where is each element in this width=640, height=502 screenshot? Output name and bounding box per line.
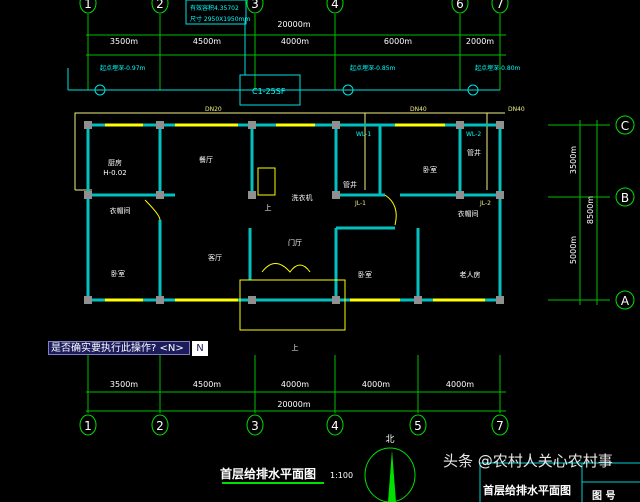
columns [84,121,504,304]
drawing-scale: 1:100 [330,471,353,480]
doors-windows [105,123,485,331]
room-label: 卧室 [358,270,372,279]
axis-label: 3 [251,419,259,433]
drainage-pipes [67,0,500,106]
dimension-text: 20000m [277,400,310,409]
axis-label: 7 [496,419,504,433]
north-label: 北 [385,434,394,445]
title-block-name: 首层给排水平面图 [483,483,571,497]
drawing-title: 首层给排水平面图 [220,466,316,481]
pipe-size: DN40 [508,106,525,113]
axis-label: 6 [456,0,464,11]
riser-label: JL-2 [479,200,491,207]
tank-size: 尺寸 2950X1950mm [190,15,250,23]
walls [86,123,502,302]
title-block [479,462,640,502]
north-arrow-needle [388,450,396,502]
axis-label: 4 [331,419,339,433]
axis-label: 1 [84,419,92,433]
room-label: 衣帽间 [110,206,131,215]
dimension-text: 4000m [446,380,474,389]
riser-label: JL-1 [354,200,366,207]
room-label: 洗衣机 [292,193,313,202]
axis-label: 2 [156,419,164,433]
riser-label: WL-1 [356,131,371,138]
room-label: 卧室 [111,269,125,278]
axis-label: 5 [414,419,422,433]
dimension-text: 4000m [281,380,309,389]
axis-label: 4 [331,0,339,11]
room-label: 门厅 [288,238,302,247]
dimension-text: 8500m [586,196,595,224]
dimension-text: 3500m [110,37,138,46]
title-block-drawing-no: 图 号 [592,490,615,502]
room-label: 衣帽间 [458,209,479,218]
porch-up-label: 上 [292,343,299,352]
command-prompt: 是否确实要执行此操作? <N> [48,341,190,355]
axis-label: C [621,119,629,133]
axis-label: A [621,294,630,308]
dimension-text: 3500m [110,380,138,389]
dimension-text: 20000m [277,20,310,29]
tank-spec: 有效容积4.35702 [190,4,239,12]
pipe-size: DN20 [205,106,222,113]
room-label: 厨房 [108,158,122,167]
riser-label: WL-2 [466,131,481,138]
depth-label: 起点埋深-0.80m [475,64,521,72]
septic-tank [239,74,301,106]
axis-label: B [621,191,629,205]
dimension-text: 3500m [569,146,578,174]
axis-label: 3 [251,0,259,11]
floor-level: H-0.02 [103,169,126,177]
dimension-text: 6000m [384,37,412,46]
dimension-text: 4000m [281,37,309,46]
room-label: 老人房 [460,270,481,279]
room-label: 客厅 [208,253,222,262]
dimension-text: 4500m [193,380,221,389]
dimension-text: 4000m [362,380,390,389]
tank-label: C1-25SF [252,87,286,96]
depth-label: 起点埋深-0.97m [100,64,146,72]
room-label: 卧室 [423,165,437,174]
axis-bubbles [79,0,635,436]
depth-label: 起点埋深-0.85m [350,64,396,72]
north-arrow-icon [364,447,416,502]
command-input[interactable]: N [192,341,208,356]
room-label: 管井 [467,148,481,157]
dimension-text: 4500m [193,37,221,46]
dimension-text: 5000m [569,236,578,264]
pipe-size: DN40 [410,106,427,113]
axis-label: 7 [496,0,504,11]
axis-label: 2 [156,0,164,11]
watermark: 头条 @农村人关心农村事 [443,452,613,470]
axis-label: 1 [84,0,92,11]
axis-grid [86,14,610,413]
room-label: 餐厅 [199,155,213,164]
dimension-text: 2000m [466,37,494,46]
stair-up-label: 上 [265,203,272,212]
room-label: 管井 [343,180,357,189]
